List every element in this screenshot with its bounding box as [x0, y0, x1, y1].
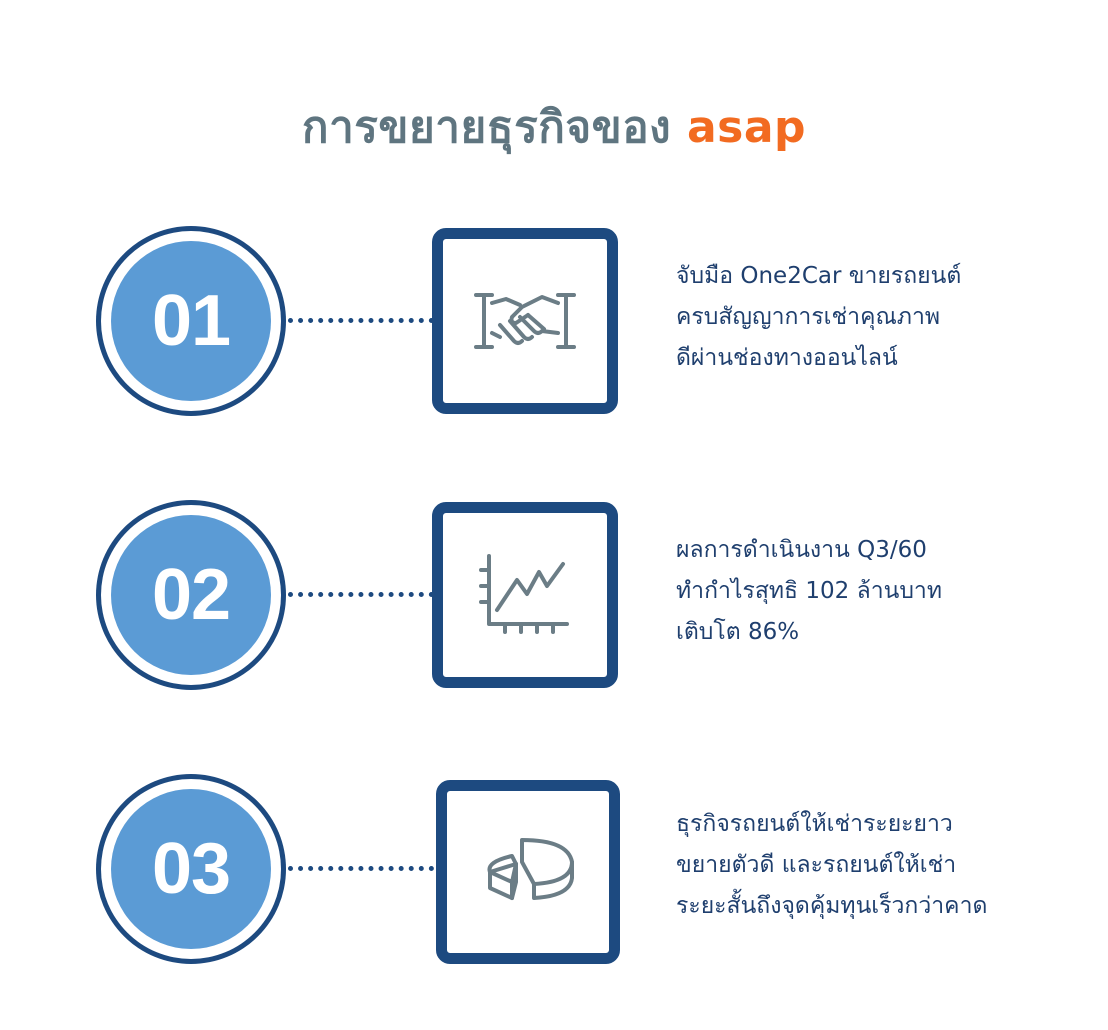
- description-line: ดีผ่านช่องทางออนไลน์: [676, 345, 898, 371]
- description-line: ผลการดำเนินงาน Q3/60: [676, 537, 927, 563]
- pie-chart-3d-icon: [487, 838, 574, 900]
- title-brand: asap: [686, 102, 807, 153]
- description-line: ครบสัญญาการเช่าคุณภาพ: [676, 304, 941, 330]
- dotted-connector: [288, 592, 434, 597]
- step-description: ผลการดำเนินงาน Q3/60 ทำกำไรสุทธิ 102 ล้า…: [676, 530, 1096, 653]
- step-01: 01 จับมือ One2Car ขายรถยนต์ ครบสัญญาการเ…: [0, 226, 1108, 416]
- step-number: 02: [151, 555, 231, 635]
- step-number-circle: 01: [96, 226, 286, 416]
- page-title: การขยายธุรกิจของ asap: [0, 92, 1108, 162]
- dotted-connector: [288, 318, 434, 323]
- step-03: 03 ธุรกิจรถยนต์ให้เช่าระยะยาว ขยายตัวดี …: [0, 774, 1108, 964]
- step-02: 02 ผลการดำเนินงาน Q3/60 ทำกำไรสุทธิ 102 …: [0, 500, 1108, 690]
- description-line: ธุรกิจรถยนต์ให้เช่าระยะยาว: [676, 811, 953, 837]
- description-line: ระยะสั้นถึงจุดคุ้มทุนเร็วกว่าคาด: [676, 893, 988, 919]
- step-number-circle: 02: [96, 500, 286, 690]
- description-line: เติบโต 86%: [676, 619, 800, 645]
- handshake-icon: [474, 293, 576, 349]
- title-thai: การขยายธุรกิจของ: [301, 102, 672, 153]
- step-number: 01: [151, 281, 231, 361]
- description-line: ทำกำไรสุทธิ 102 ล้านบาท: [676, 578, 943, 604]
- step-number-circle: 03: [96, 774, 286, 964]
- dotted-connector: [288, 866, 434, 871]
- icon-box: [436, 780, 620, 964]
- description-line: จับมือ One2Car ขายรถยนต์: [676, 263, 962, 289]
- icon-box: [432, 502, 618, 688]
- icon-box: [432, 228, 618, 414]
- step-number: 03: [151, 829, 231, 909]
- step-description: จับมือ One2Car ขายรถยนต์ ครบสัญญาการเช่า…: [676, 256, 1096, 379]
- line-chart-icon: [479, 554, 569, 634]
- step-description: ธุรกิจรถยนต์ให้เช่าระยะยาว ขยายตัวดี และ…: [676, 804, 1096, 927]
- description-line: ขยายตัวดี และรถยนต์ให้เช่า: [676, 852, 957, 878]
